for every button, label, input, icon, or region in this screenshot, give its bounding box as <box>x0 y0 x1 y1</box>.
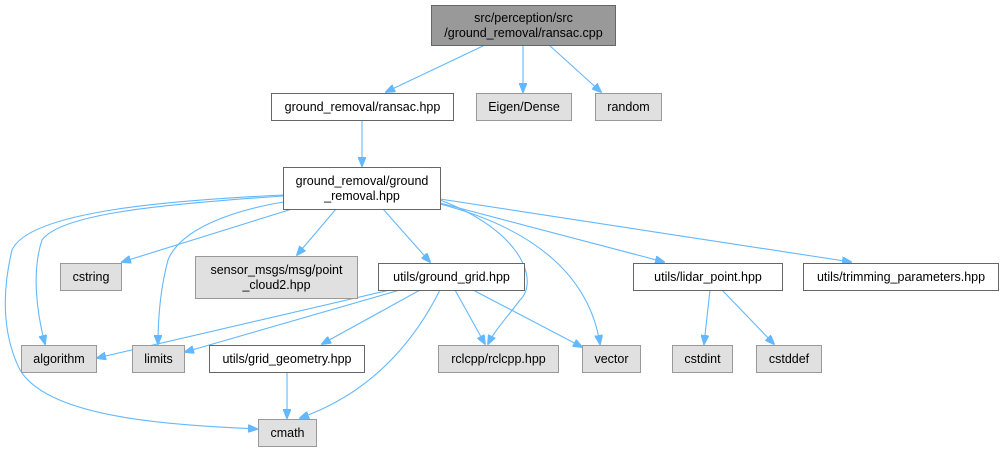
edge-ground_removal_hpp-to-ground_grid <box>382 208 430 262</box>
node-label: /ground_removal/ransac.cpp <box>444 26 602 40</box>
node-box <box>60 263 122 291</box>
node-label: utils/ground_grid.hpp <box>393 270 510 284</box>
node-label: _cloud2.hpp <box>241 278 310 292</box>
node-box <box>582 345 641 373</box>
edges-layer <box>4 44 851 429</box>
node-cstddef: cstddef <box>756 345 822 373</box>
node-box <box>271 93 454 121</box>
edge-line <box>4 194 284 429</box>
edge-ground_removal_hpp-to-limits <box>158 200 291 344</box>
node-cmath: cmath <box>258 419 317 447</box>
node-box <box>595 93 662 121</box>
edge-line <box>297 208 337 255</box>
edge-ground_removal_hpp-to-point_cloud2 <box>297 208 337 255</box>
node-ground-grid[interactable]: utils/ground_grid.hpp <box>378 263 525 291</box>
node-ransac-hpp[interactable]: ground_removal/ransac.hpp <box>271 93 454 121</box>
node-label: ground_removal/ground <box>296 174 429 188</box>
edge-line <box>300 289 441 418</box>
node-box <box>21 345 97 373</box>
node-label: rclcpp/rclcpp.hpp <box>451 352 546 366</box>
edge-line <box>721 289 774 344</box>
edge-line <box>548 44 601 92</box>
node-lidar-point[interactable]: utils/lidar_point.hpp <box>633 263 783 291</box>
node-box <box>633 263 783 291</box>
node-box <box>803 263 999 291</box>
edge-line <box>439 199 528 344</box>
node-eigen-dense: Eigen/Dense <box>476 93 572 121</box>
node-grid-geometry[interactable]: utils/grid_geometry.hpp <box>209 345 365 373</box>
edge-ground_grid-to-rclcpp <box>454 289 485 344</box>
edge-line <box>704 289 711 344</box>
node-label: random <box>607 100 649 114</box>
node-algorithm: algorithm <box>21 345 97 373</box>
node-point-cloud2: sensor_msgs/msg/point_cloud2.hpp <box>195 256 358 299</box>
node-box <box>756 345 822 373</box>
edge-ground_removal_hpp-to-algorithm <box>35 195 284 344</box>
edge-line <box>439 198 851 262</box>
edge-lidar_point-to-cstdint <box>704 289 711 344</box>
node-label: vector <box>594 352 628 366</box>
node-label: cstddef <box>769 352 810 366</box>
node-label: utils/lidar_point.hpp <box>654 270 762 284</box>
node-vector: vector <box>582 345 641 373</box>
node-box <box>209 345 365 373</box>
edge-ground_removal_hpp-to-rclcpp <box>439 199 528 344</box>
edge-ground_removal_hpp-to-lidar_point <box>439 202 664 262</box>
node-box <box>438 345 559 373</box>
nodes-layer: src/perception/src/ground_removal/ransac… <box>21 5 999 447</box>
edge-ground_removal_hpp-to-cstring <box>122 208 293 262</box>
node-label: algorithm <box>33 352 84 366</box>
node-box <box>378 263 525 291</box>
node-label: cstdint <box>684 352 721 366</box>
node-label: utils/trimming_parameters.hpp <box>817 270 985 284</box>
node-label: sensor_msgs/msg/point <box>210 263 343 277</box>
node-rclcpp: rclcpp/rclcpp.hpp <box>438 345 559 373</box>
node-box <box>431 5 616 46</box>
edge-line <box>185 289 401 352</box>
node-ground-removal-hpp[interactable]: ground_removal/ground_removal.hpp <box>283 167 441 210</box>
node-label: src/perception/src <box>474 11 573 25</box>
edge-ground_removal_hpp-to-cmath <box>4 194 284 429</box>
node-label: ground_removal/ransac.hpp <box>285 100 441 114</box>
node-label: utils/grid_geometry.hpp <box>222 352 351 366</box>
edge-line <box>122 208 293 262</box>
node-box <box>132 345 185 373</box>
edge-line <box>322 289 421 344</box>
edge-ground_removal_hpp-to-trimming_parameters <box>439 198 851 262</box>
node-box <box>283 167 441 210</box>
node-label: Eigen/Dense <box>488 100 560 114</box>
edge-line <box>35 195 284 344</box>
edge-ground_grid-to-vector <box>472 289 582 347</box>
edge-ground_grid-to-grid_geometry <box>322 289 421 344</box>
edge-root-to-random <box>548 44 601 92</box>
node-trimming-parameters[interactable]: utils/trimming_parameters.hpp <box>803 263 999 291</box>
node-random: random <box>595 93 662 121</box>
node-label: _removal.hpp <box>323 189 400 203</box>
node-limits: limits <box>132 345 185 373</box>
edge-line <box>472 289 582 347</box>
node-label: cstring <box>73 270 110 284</box>
node-box <box>476 93 572 121</box>
edge-root-to-ransac_hpp <box>386 44 486 92</box>
node-cstdint: cstdint <box>672 345 733 373</box>
edge-line <box>386 44 486 92</box>
node-box <box>672 345 733 373</box>
node-box <box>258 419 317 447</box>
edge-lidar_point-to-cstddef <box>721 289 774 344</box>
edge-ground_removal_hpp-to-vector <box>439 203 600 344</box>
edge-line <box>382 208 430 262</box>
edge-line <box>454 289 485 344</box>
edge-ground_grid-to-limits <box>185 289 401 352</box>
edge-line <box>439 203 600 344</box>
edge-line <box>439 202 664 262</box>
edge-line <box>158 200 291 344</box>
node-root: src/perception/src/ground_removal/ransac… <box>431 5 616 46</box>
node-label: limits <box>144 352 172 366</box>
node-box <box>195 256 358 299</box>
edge-ground_grid-to-cmath <box>300 289 441 418</box>
node-label: cmath <box>270 426 304 440</box>
node-cstring: cstring <box>60 263 122 291</box>
